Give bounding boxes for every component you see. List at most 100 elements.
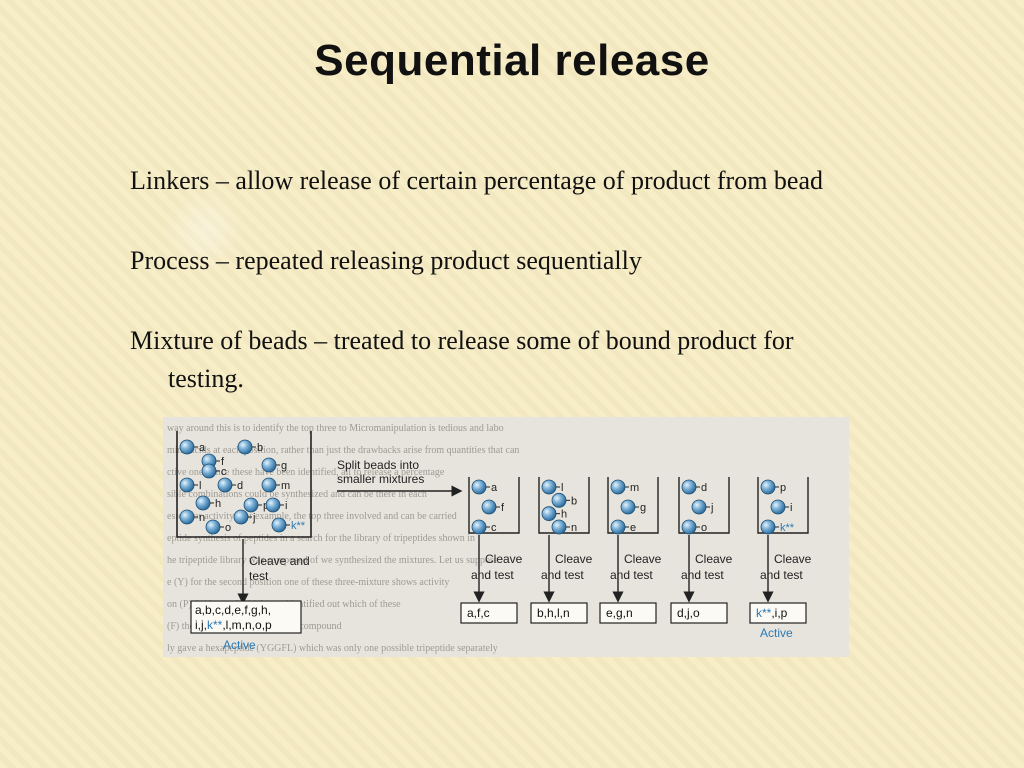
- small-cleave-label-1: Cleave: [695, 552, 733, 566]
- bead-circle: [610, 479, 626, 495]
- main-beaker-outline: [176, 431, 312, 538]
- bead-circle: [760, 519, 776, 535]
- bead-circle: [471, 479, 487, 495]
- bead-label: h: [215, 498, 221, 510]
- bead: a: [179, 439, 206, 455]
- bead-circle: [265, 497, 281, 513]
- bullet-linkers: Linkers – allow release of certain perce…: [130, 166, 824, 195]
- bead-circle: [760, 479, 776, 495]
- small-result-box: [749, 602, 807, 624]
- bead-label: n: [199, 512, 205, 524]
- bead-label: c: [221, 466, 227, 478]
- bead-label: c: [491, 522, 497, 534]
- bead: m: [610, 479, 639, 495]
- bead-circle: [233, 509, 249, 525]
- main-result-rest: ,l,m,n,o,p: [222, 618, 272, 632]
- small-result-text: a,f,c: [467, 606, 490, 620]
- small-result-box: [460, 602, 518, 624]
- small-result-box: [670, 602, 728, 624]
- bead-label: b: [257, 442, 263, 454]
- bead-circle: [770, 499, 786, 515]
- small-result-rest: ,i,p: [771, 606, 787, 620]
- bead: l: [541, 479, 563, 495]
- small-beaker-outline: [678, 477, 730, 534]
- bead: l: [179, 477, 201, 493]
- small-cleave-label-1: Cleave: [624, 552, 662, 566]
- bead-circle: [681, 479, 697, 495]
- bg-line: he tripeptide library was composed of we…: [167, 555, 499, 566]
- slide-title: Sequential release: [314, 36, 710, 85]
- bead-label: f: [221, 456, 225, 468]
- bead-circle: [261, 457, 277, 473]
- bead: n: [551, 519, 577, 535]
- bead-circle: [471, 519, 487, 535]
- small-result-text: b,h,l,n: [537, 606, 570, 620]
- split-label-1: Split beads into: [337, 458, 419, 472]
- bead: k**: [760, 519, 795, 535]
- bead-label: a: [491, 482, 498, 494]
- bead-circle: [691, 499, 707, 515]
- bead-label: k**: [780, 522, 795, 534]
- bead: e: [610, 519, 636, 535]
- small-result-box: [599, 602, 657, 624]
- main-cleave-label-1: Cleave and: [249, 554, 310, 568]
- bead-circle: [201, 463, 217, 479]
- main-beaker: abfcgldmhpinjok**: [176, 431, 312, 538]
- bead-circle: [237, 439, 253, 455]
- bead: m: [261, 477, 290, 493]
- bead: j: [691, 499, 713, 515]
- small-result-text: d,j,o: [677, 606, 700, 620]
- bead: g: [620, 499, 646, 515]
- bead-label: e: [630, 522, 636, 534]
- small-cleave-label-2: and test: [760, 568, 803, 582]
- bead-circle: [541, 479, 557, 495]
- bead-label: n: [571, 522, 577, 534]
- bead-circle: [620, 499, 636, 515]
- small-beaker-outline: [757, 477, 809, 534]
- bead-label: l: [199, 480, 201, 492]
- bead-circle: [179, 477, 195, 493]
- bead: h: [195, 495, 221, 511]
- small-result-star: k**: [756, 606, 772, 620]
- bead-label: h: [561, 509, 567, 521]
- bead: p: [243, 497, 269, 513]
- small-beaker-outline: [538, 477, 590, 534]
- bg-line: e (Y) for the second position one of the…: [167, 577, 449, 588]
- bead-circle: [217, 477, 233, 493]
- bead-label: d: [701, 482, 707, 494]
- small-cleave-label-2: and test: [681, 568, 724, 582]
- bead-label: o: [701, 522, 707, 534]
- bead-circle: [271, 517, 287, 533]
- bead: k**: [271, 517, 306, 533]
- bead-label: i: [790, 502, 792, 514]
- bead-label: j: [710, 502, 713, 514]
- bead: i: [265, 497, 287, 513]
- main-result-box: [190, 600, 302, 634]
- bead-circle: [681, 519, 697, 535]
- main-result-line1: a,b,c,d,e,f,g,h,: [195, 603, 271, 617]
- small-cleave-label-1: Cleave: [485, 552, 523, 566]
- bead-circle: [179, 439, 195, 455]
- bead-circle: [551, 519, 567, 535]
- small-result-text: e,g,n: [606, 606, 633, 620]
- bullet-mixture-line1: Mixture of beads – treated to release so…: [130, 326, 794, 355]
- bead: a: [471, 479, 498, 495]
- bead-circle: [195, 495, 211, 511]
- small-beaker-outline: [607, 477, 659, 534]
- bg-line: ctive one. Once these have been identifi…: [167, 467, 445, 478]
- bead: h: [541, 506, 567, 522]
- bead: j: [233, 509, 255, 525]
- bead-label: i: [285, 500, 287, 512]
- small-cleave-label-1: Cleave: [774, 552, 812, 566]
- main-result-line2: i,j,k**,l,m,n,o,p: [195, 618, 272, 632]
- small-cleave-label-2: and test: [610, 568, 653, 582]
- small-cleave-label-2: and test: [541, 568, 584, 582]
- bead-circle: [261, 477, 277, 493]
- bead-label: p: [780, 482, 786, 494]
- bead: g: [261, 457, 287, 473]
- bg-line: ly gave a hexapeptide (YGGFL) which was …: [167, 643, 498, 654]
